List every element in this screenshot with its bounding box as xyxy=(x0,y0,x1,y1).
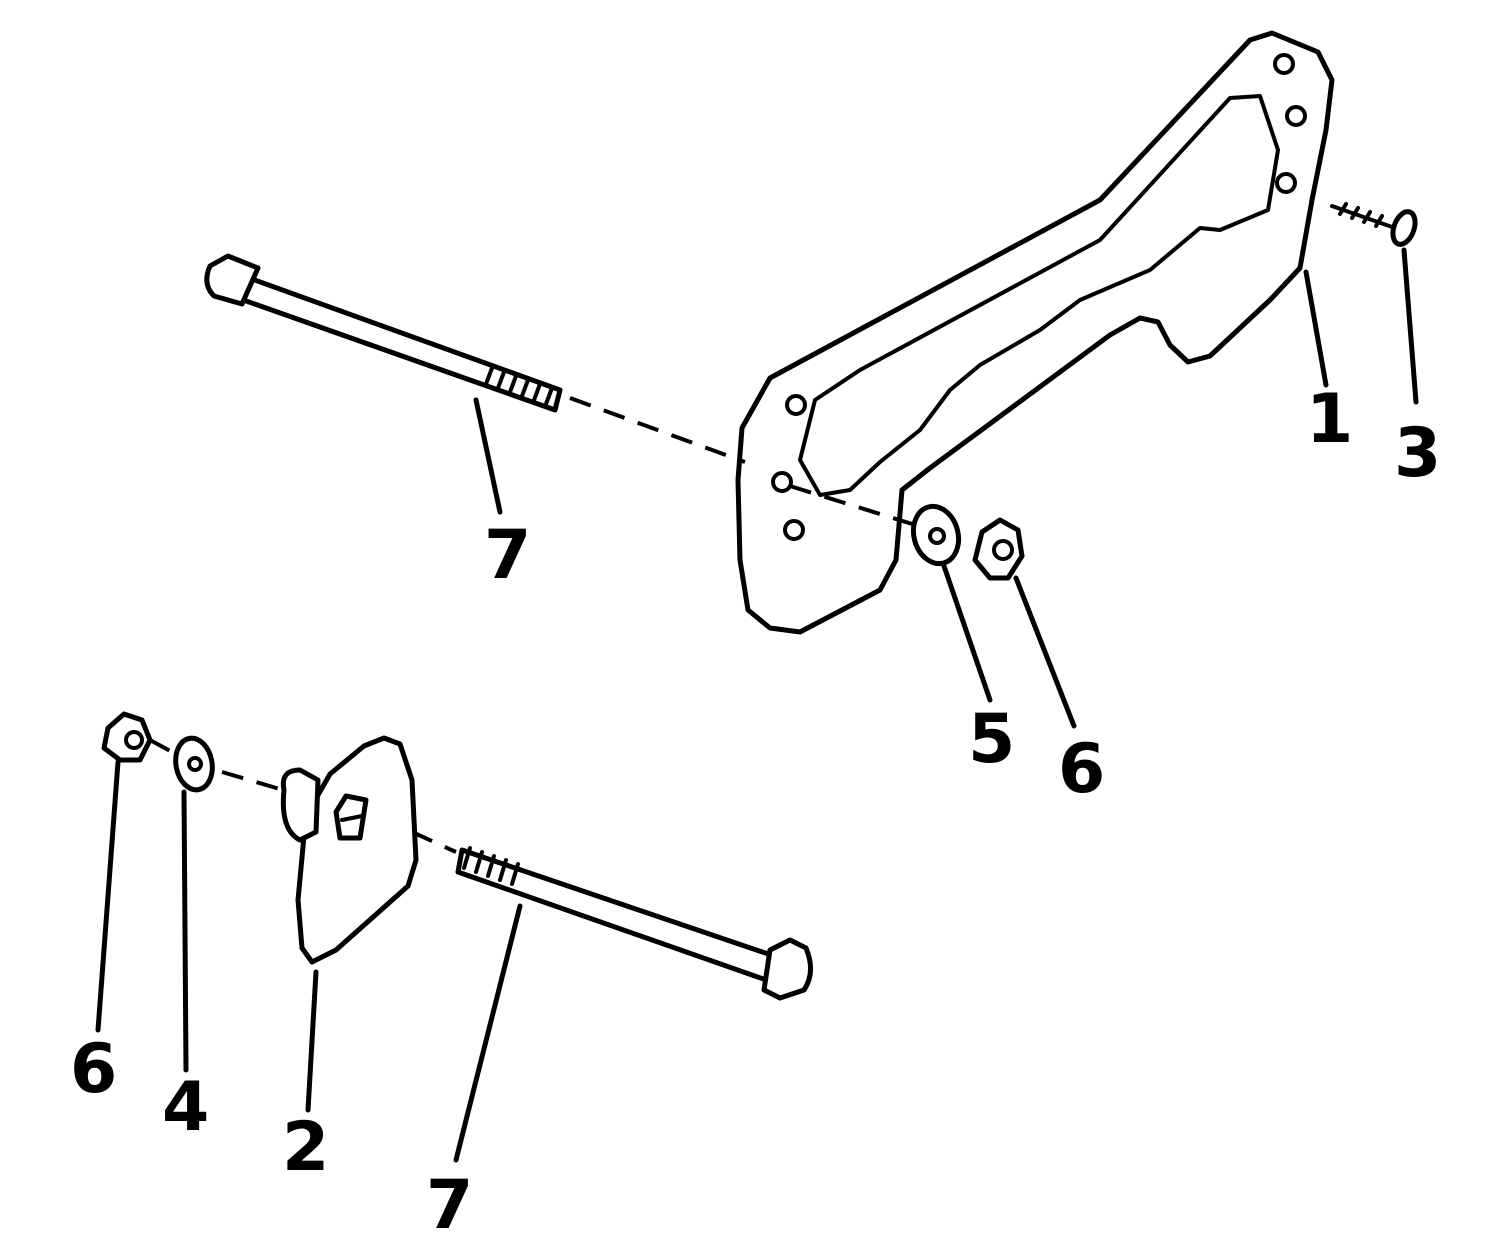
bolt-part-7-upper xyxy=(204,253,563,413)
washer-part-5 xyxy=(910,503,962,567)
leader-7-lower xyxy=(453,903,523,1163)
callout-6-lower: 6 xyxy=(70,1030,117,1109)
callout-7-lower: 7 xyxy=(426,1166,473,1245)
callout-numbers: 1 3 7 5 6 6 4 2 7 xyxy=(70,380,1441,1245)
leader-1 xyxy=(1303,269,1329,388)
callout-5: 5 xyxy=(968,700,1015,779)
nut-part-6-upper xyxy=(972,517,1025,581)
leader-2 xyxy=(305,969,319,1113)
leader-lines xyxy=(95,247,1419,1163)
callout-3: 3 xyxy=(1394,414,1441,493)
leader-6-lower xyxy=(95,759,121,1033)
assembly-axis-lower-mid xyxy=(221,770,291,794)
bracket-plate-part-1 xyxy=(735,30,1335,635)
bolt-part-7-lower xyxy=(455,846,813,1001)
leader-7-upper xyxy=(473,397,503,515)
callout-4: 4 xyxy=(162,1068,209,1147)
assembly-axis-lower-right xyxy=(411,830,457,854)
assembly-axis-lower-left xyxy=(149,738,173,754)
washer-part-4 xyxy=(173,735,215,793)
callout-6-upper: 6 xyxy=(1058,730,1105,809)
leader-5 xyxy=(941,563,993,703)
nut-part-6-lower xyxy=(101,711,153,763)
callout-1: 1 xyxy=(1306,380,1353,459)
pivot-block-part-2 xyxy=(280,735,419,965)
leader-6-upper xyxy=(1013,575,1077,729)
callout-2: 2 xyxy=(282,1108,329,1187)
assembly-axis-upper-through xyxy=(789,484,926,530)
leader-4 xyxy=(181,789,189,1073)
screw-part-3 xyxy=(1330,202,1418,247)
assembly-axis-upper xyxy=(569,396,746,464)
leader-3 xyxy=(1401,247,1419,405)
callout-7-upper: 7 xyxy=(484,516,531,595)
